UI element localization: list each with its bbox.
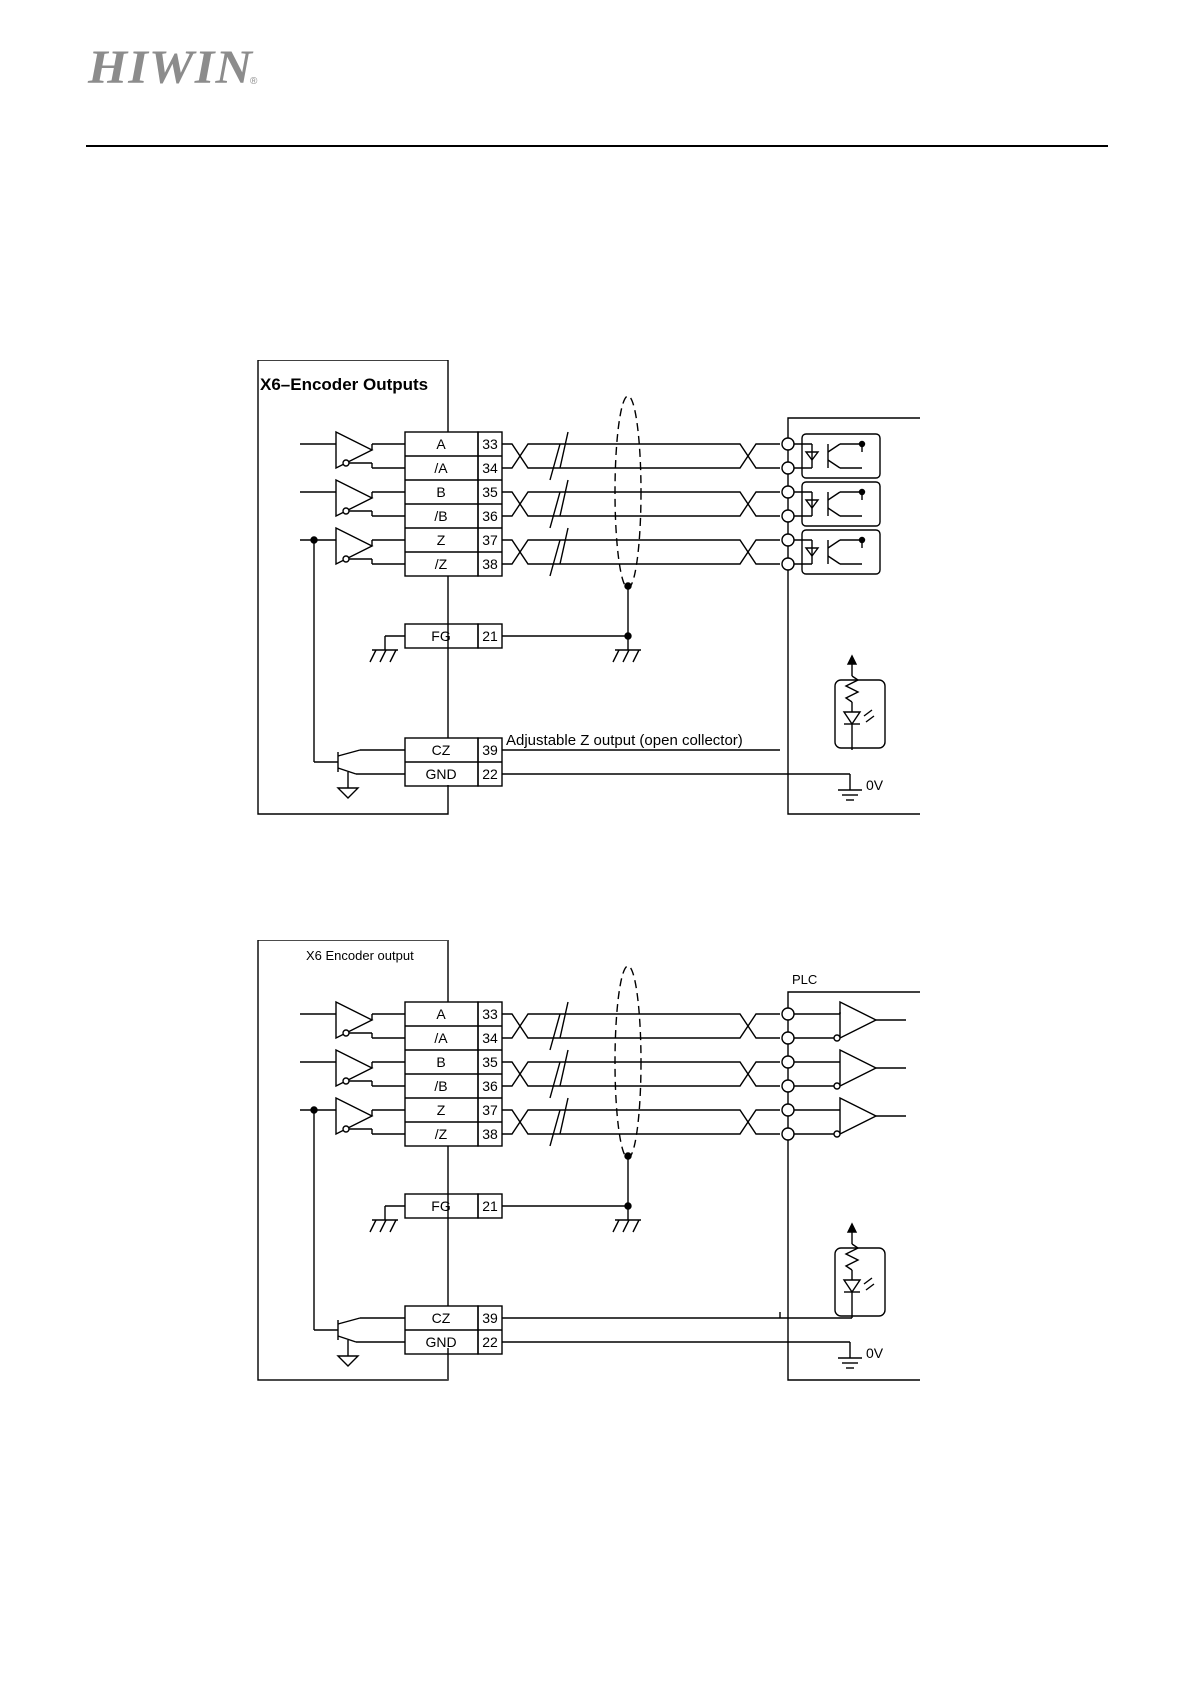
diagram-title: X6–Encoder Outputs <box>260 375 428 394</box>
signal-gnd: GND <box>425 1334 456 1350</box>
encoder-output-diagram-optocoupler: X6–Encoder Outputs A /A B /B Z /Z 33 34 … <box>0 360 1191 820</box>
twisted-pair-a <box>502 1002 780 1050</box>
signal-z: Z <box>437 1102 446 1118</box>
drive-enclosure <box>258 360 448 814</box>
signal-b-bar: /B <box>434 1078 447 1094</box>
pin-21: 21 <box>482 1198 498 1214</box>
plc-receiver-z <box>794 1098 906 1137</box>
encoder-output-diagram-plc: X6 Encoder output A /A B /B Z /Z 33 34 3… <box>0 940 1191 1400</box>
signal-b: B <box>436 1054 445 1070</box>
signal-cz: CZ <box>432 1310 451 1326</box>
diagram-title: X6 Encoder output <box>306 948 414 963</box>
connector-block <box>405 1002 502 1146</box>
pin-37: 37 <box>482 532 498 548</box>
cz-receiver-led <box>835 656 885 750</box>
signal-gnd: GND <box>425 766 456 782</box>
pin-33: 33 <box>482 436 498 452</box>
pin-36: 36 <box>482 1078 498 1094</box>
pin-38: 38 <box>482 1126 498 1142</box>
signal-a: A <box>436 436 446 452</box>
pin-35: 35 <box>482 484 498 500</box>
fg-block <box>370 1194 641 1232</box>
registered-mark: ® <box>250 76 257 87</box>
line-driver-a <box>300 1002 405 1038</box>
line-driver-b <box>300 1050 405 1086</box>
pin-35: 35 <box>482 1054 498 1070</box>
plc-receiver-b <box>794 1050 906 1089</box>
signal-z-bar: /Z <box>435 556 448 572</box>
cz-note: Adjustable Z output (open collector) <box>506 732 743 749</box>
logo-text: HIWIN <box>88 46 253 90</box>
signal-z: Z <box>437 532 446 548</box>
signal-fg: FG <box>431 628 450 644</box>
pin-37: 37 <box>482 1102 498 1118</box>
pin-38: 38 <box>482 556 498 572</box>
pin-39: 39 <box>482 742 498 758</box>
signal-fg: FG <box>431 1198 450 1214</box>
drive-enclosure <box>258 940 448 1380</box>
twisted-pair-z <box>502 528 780 576</box>
header-rule <box>86 145 1108 147</box>
cz-gnd-block <box>338 1306 862 1368</box>
signal-z-bar: /Z <box>435 1126 448 1142</box>
pin-22: 22 <box>482 766 498 782</box>
signal-a-bar: /A <box>434 460 448 476</box>
pin-34: 34 <box>482 460 498 476</box>
pin-33: 33 <box>482 1006 498 1022</box>
optocoupler-z <box>794 530 880 574</box>
signal-cz: CZ <box>432 742 451 758</box>
signal-b: B <box>436 484 445 500</box>
connector-block <box>405 432 502 576</box>
pin-39: 39 <box>482 1310 498 1326</box>
fg-block <box>370 624 641 662</box>
zero-v-label: 0V <box>866 777 884 793</box>
pin-21: 21 <box>482 628 498 644</box>
optocoupler-a <box>794 434 880 478</box>
plc-receiver-a <box>794 1002 906 1041</box>
line-driver-a <box>300 432 405 468</box>
signal-b-bar: /B <box>434 508 447 524</box>
pin-34: 34 <box>482 1030 498 1046</box>
line-driver-z <box>300 1098 405 1330</box>
plc-label: PLC <box>792 972 817 987</box>
plc-enclosure <box>788 992 920 1380</box>
optocoupler-b <box>794 482 880 526</box>
zero-v-label: 0V <box>866 1345 884 1361</box>
hiwin-logo: HIWIN <box>88 46 245 90</box>
pin-22: 22 <box>482 1334 498 1350</box>
line-driver-z <box>300 528 405 762</box>
cz-receiver-led <box>780 1224 885 1318</box>
pin-36: 36 <box>482 508 498 524</box>
twisted-pair-z <box>502 1098 780 1146</box>
line-driver-b <box>300 480 405 516</box>
signal-a-bar: /A <box>434 1030 448 1046</box>
twisted-pair-a <box>502 432 780 480</box>
signal-a: A <box>436 1006 446 1022</box>
